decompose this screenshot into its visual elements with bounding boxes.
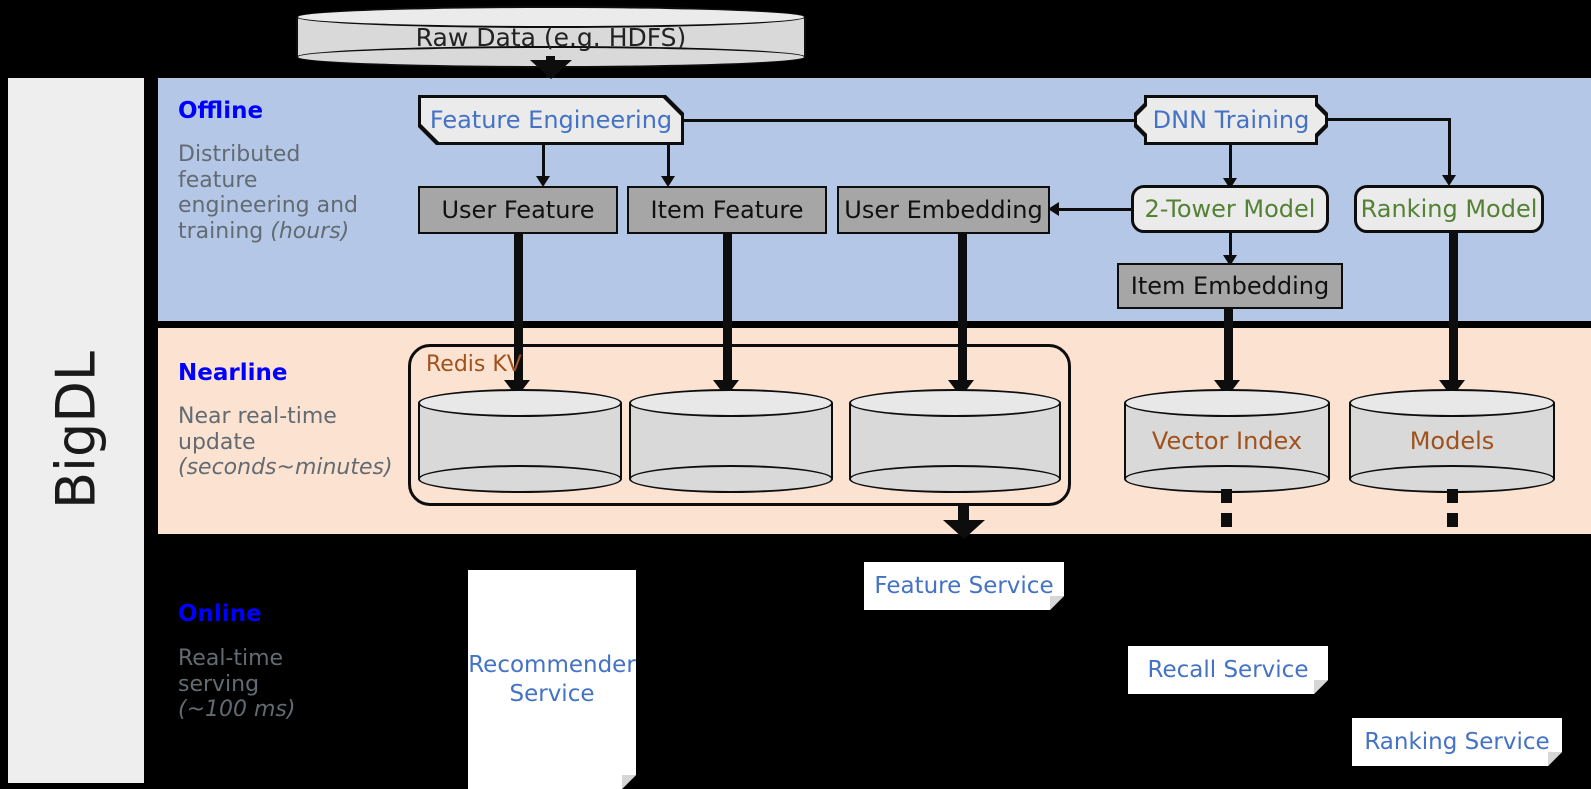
nearline-layer-description: Near real-time update (seconds~minutes) — [178, 404, 408, 481]
arrow-dnn-to-ranking — [1442, 175, 1456, 186]
raw-data-label: Raw Data (e.g. HDFS) — [415, 22, 687, 52]
feature-service-fold-icon — [1050, 596, 1064, 610]
arrow-two-tower-to-user-embedding — [1048, 202, 1059, 216]
two-tower-model-node[interactable]: 2-Tower Model — [1131, 185, 1329, 233]
models-top — [1349, 389, 1555, 417]
connector-fe-to-dnn — [684, 119, 1136, 122]
offline-desc-line-4: training (hours) — [178, 219, 388, 245]
ranking-service-label: Ranking Service — [1364, 729, 1550, 755]
recall-service-node[interactable]: Recall Service — [1128, 646, 1328, 694]
connector-models-dash-1 — [1447, 489, 1458, 503]
redis-kv-label: Redis KV — [426, 352, 522, 377]
ranking-service-node[interactable]: Ranking Service — [1352, 718, 1562, 766]
item-feature-label: Item Feature — [650, 196, 804, 224]
bigdl-framework-rail: BigDL — [8, 78, 144, 783]
feature-engineering-node[interactable]: Feature Engineering — [418, 95, 684, 145]
connector-dnn-to-two-tower — [1229, 145, 1232, 183]
feature-service-label: Feature Service — [874, 573, 1054, 599]
store-user-embedding-label — [849, 389, 1061, 493]
user-feature-node[interactable]: User Feature — [418, 186, 618, 234]
arrow-fe-to-item-feature — [661, 176, 675, 187]
recall-service-fold-icon — [1314, 680, 1328, 694]
offline-desc-line-1: Distributed — [178, 142, 301, 167]
offline-layer-label: Offline — [178, 98, 264, 124]
offline-desc-line-4-italic: (hours) — [270, 219, 350, 245]
store-item-feature-top — [629, 389, 833, 417]
recommender-service-label-line-2: Service — [509, 680, 595, 707]
store-item-feature-cylinder[interactable] — [629, 389, 833, 493]
offline-desc-line-2: feature — [178, 167, 258, 193]
connector-two-tower-to-item-embedding — [1229, 233, 1232, 261]
arrow-fe-to-user-feature — [536, 176, 550, 187]
user-embedding-label: User Embedding — [844, 196, 1043, 224]
bigdl-label: BigDL — [44, 351, 108, 510]
store-user-feature-cylinder[interactable] — [418, 389, 622, 493]
online-desc-line-2: serving — [178, 671, 260, 697]
offline-desc-line-4-plain: training — [178, 219, 271, 245]
pipe-user-embedding-to-store — [958, 234, 967, 389]
connector-redis-to-feature-service-dash — [958, 506, 969, 520]
recommender-service-label-line-1: Recommender — [468, 651, 636, 678]
store-item-feature-label — [629, 389, 833, 493]
dnn-training-label: DNN Training — [1152, 106, 1310, 134]
connector-fe-to-item-feature — [667, 145, 670, 181]
nearline-layer-label: Nearline — [178, 360, 288, 386]
ranking-service-fold-icon — [1548, 752, 1562, 766]
online-layer-description: Real-time serving (~100 ms) — [178, 646, 398, 723]
dnn-training-node[interactable]: DNN Training — [1134, 95, 1328, 145]
vector-index-cylinder[interactable]: Vector Index — [1124, 389, 1330, 493]
online-layer-label: Online — [178, 601, 262, 627]
store-user-feature-label — [418, 389, 622, 493]
connector-vector-index-dash-1 — [1221, 489, 1232, 503]
online-desc-line-3-italic: (~100 ms) — [178, 697, 296, 723]
store-user-embedding-top — [849, 389, 1061, 417]
raw-data-cylinder-top — [296, 6, 806, 28]
offline-layer-description: Distributed feature engineering and trai… — [178, 142, 388, 245]
connector-models-dash-2 — [1447, 513, 1458, 527]
ranking-model-node[interactable]: Ranking Model — [1354, 185, 1544, 233]
pipe-item-embedding-to-vector-index — [1224, 309, 1233, 389]
store-user-embedding-cylinder[interactable] — [849, 389, 1061, 493]
arrow-redis-to-feature-service — [943, 520, 985, 539]
item-embedding-node[interactable]: Item Embedding — [1117, 263, 1343, 309]
connector-fe-to-user-feature — [542, 145, 545, 181]
arrow-two-tower-to-item-embedding — [1223, 255, 1237, 266]
pipe-user-feature-to-store — [514, 234, 523, 389]
models-label: Models — [1409, 427, 1495, 455]
connector-two-tower-to-user-embedding — [1058, 208, 1132, 211]
store-item-feature-bottom — [629, 465, 833, 493]
user-embedding-node[interactable]: User Embedding — [837, 186, 1050, 234]
item-embedding-label: Item Embedding — [1130, 272, 1330, 300]
models-cylinder[interactable]: Models — [1349, 389, 1555, 493]
connector-dnn-to-ranking-h — [1328, 118, 1450, 121]
recommender-service-fold-icon — [622, 775, 636, 789]
nearline-desc-line-1: Near real-time — [178, 404, 337, 429]
user-feature-label: User Feature — [441, 196, 595, 224]
redis-kv-group — [408, 344, 1071, 506]
feature-service-node[interactable]: Feature Service — [864, 562, 1064, 610]
item-feature-node[interactable]: Item Feature — [627, 186, 827, 234]
recommender-service-node[interactable]: Recommender Service — [468, 570, 636, 789]
vector-index-top — [1124, 389, 1330, 417]
ranking-model-label: Ranking Model — [1360, 195, 1538, 223]
nearline-desc-line-3-italic: (seconds~minutes) — [178, 455, 393, 481]
pipe-ranking-model-to-models — [1449, 233, 1458, 389]
recall-service-label: Recall Service — [1147, 657, 1309, 683]
vector-index-label: Vector Index — [1151, 427, 1303, 455]
feature-engineering-label: Feature Engineering — [429, 106, 673, 134]
pipe-item-feature-to-store — [723, 234, 732, 389]
store-user-feature-top — [418, 389, 622, 417]
store-user-feature-bottom — [418, 465, 622, 493]
raw-data-cylinder: Raw Data (e.g. HDFS) — [296, 6, 806, 68]
online-desc-line-1: Real-time — [178, 646, 284, 671]
two-tower-model-label: 2-Tower Model — [1144, 195, 1316, 223]
connector-vector-index-dash-2 — [1221, 513, 1232, 527]
arrow-dnn-to-two-tower — [1223, 178, 1237, 189]
connector-dnn-to-ranking-v — [1448, 118, 1451, 180]
store-user-embedding-bottom — [849, 465, 1061, 493]
nearline-desc-line-2: update — [178, 429, 256, 455]
arrow-rawdata-to-fe — [530, 60, 572, 79]
offline-desc-line-3: engineering and — [178, 193, 359, 219]
